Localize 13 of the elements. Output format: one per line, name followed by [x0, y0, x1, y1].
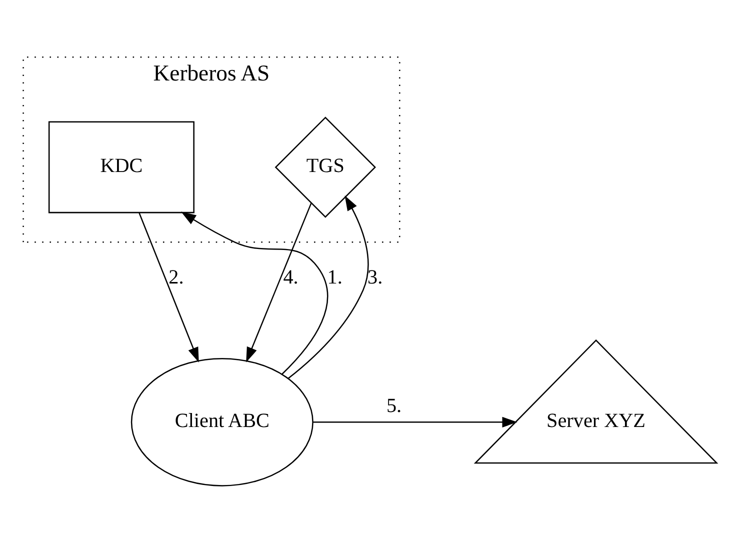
node-diamond: TGS [274, 116, 376, 218]
arrow [246, 202, 312, 362]
edge-label: 2. [168, 266, 184, 288]
edge-label: 3. [368, 266, 383, 288]
edge-label: 4. [283, 266, 298, 288]
arrow [180, 212, 328, 375]
edge-label: 5. [386, 394, 402, 417]
arrow [313, 416, 518, 428]
node-ellipse: Client ABC [130, 358, 314, 486]
arrow [138, 212, 199, 362]
node-box: KDC [48, 121, 194, 214]
edge-label: 1. [327, 266, 342, 288]
arrow [288, 195, 369, 379]
